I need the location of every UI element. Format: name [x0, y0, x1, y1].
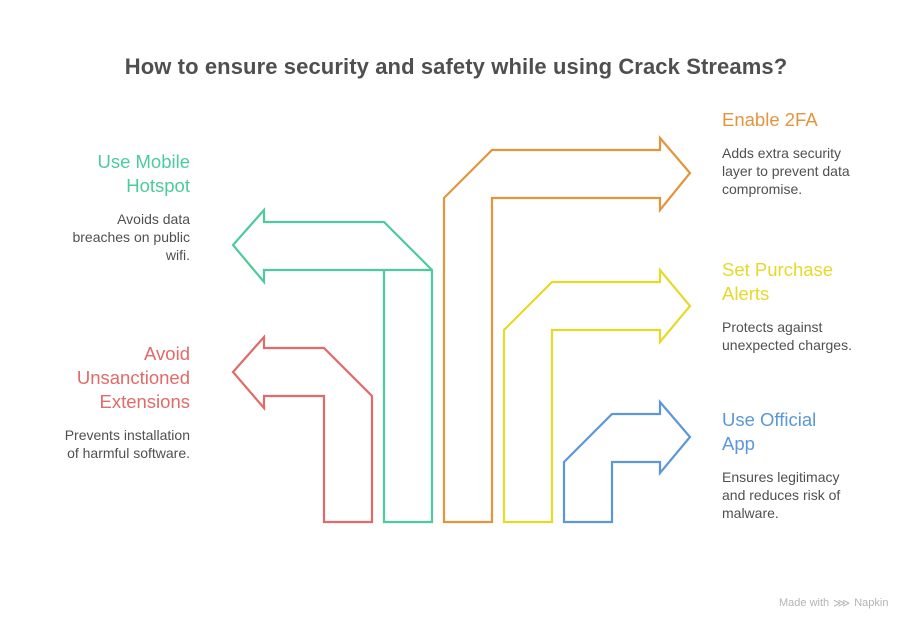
description-line: and reduces risk of [722, 487, 841, 503]
item-heading: Set Purchase Alerts [722, 258, 852, 306]
heading-line: Use Official [722, 409, 817, 430]
arrow-mobile-hotspot [231, 207, 434, 524]
description-line: malware. [722, 505, 779, 521]
heading-line: Avoid [144, 343, 190, 364]
item-heading: Enable 2FA [722, 108, 850, 132]
description-line: Prevents installation [64, 427, 190, 443]
made-with-label: Made with [779, 597, 830, 609]
heading-line: Unsanctioned [76, 367, 190, 388]
description-line: unexpected charges. [722, 337, 852, 353]
description-line: Ensures legitimacy [722, 469, 840, 485]
item-description: Ensures legitimacy and reduces risk of m… [722, 468, 840, 522]
arrow-purchase-alerts [502, 266, 692, 524]
description-line: of harmful software. [67, 445, 190, 461]
description-line: layer to prevent data [722, 163, 850, 179]
brand-label: Napkin [854, 597, 889, 609]
heading-line: Extensions [99, 391, 191, 412]
description-line: wifi. [165, 247, 190, 263]
napkin-attribution[interactable]: Made with ⋙ Napkin [779, 596, 888, 610]
item-description: Avoids data breaches on public wifi. [72, 210, 190, 264]
heading-line: Set Purchase [722, 259, 834, 280]
item-mobile-hotspot: Use Mobile Hotspot Avoids data breaches … [72, 150, 190, 264]
arrow-official-app [562, 399, 692, 524]
description-line: Protects against [722, 319, 823, 335]
item-heading: Use Mobile Hotspot [72, 150, 190, 198]
napkin-logo-icon: ⋙ [833, 596, 851, 610]
item-purchase-alerts: Set Purchase Alerts Protects against une… [722, 258, 852, 354]
item-description: Prevents installation of harmful softwar… [65, 426, 190, 462]
description-line: compromise. [722, 181, 803, 197]
arrow-unsanctioned-extensions [231, 334, 374, 524]
heading-line: Enable 2FA [722, 109, 818, 130]
heading-line: Use Mobile [97, 151, 190, 172]
item-description: Adds extra security layer to prevent dat… [722, 144, 850, 198]
item-description: Protects against unexpected charges. [722, 318, 852, 354]
heading-line: Hotspot [126, 175, 190, 196]
description-line: breaches on public [72, 229, 190, 245]
description-line: Adds extra security [722, 145, 842, 161]
item-heading: Avoid Unsanctioned Extensions [65, 342, 190, 414]
item-enable-2fa: Enable 2FA Adds extra security layer to … [722, 108, 850, 198]
arrow-enable-2fa [442, 135, 692, 524]
heading-line: App [722, 433, 755, 454]
item-unsanctioned-extensions: Avoid Unsanctioned Extensions Prevents i… [65, 342, 190, 462]
page-title: How to ensure security and safety while … [124, 54, 788, 79]
item-heading: Use Official App [722, 408, 840, 456]
heading-line: Alerts [722, 283, 770, 304]
item-official-app: Use Official App Ensures legitimacy and … [722, 408, 840, 522]
description-line: Avoids data [117, 211, 190, 227]
